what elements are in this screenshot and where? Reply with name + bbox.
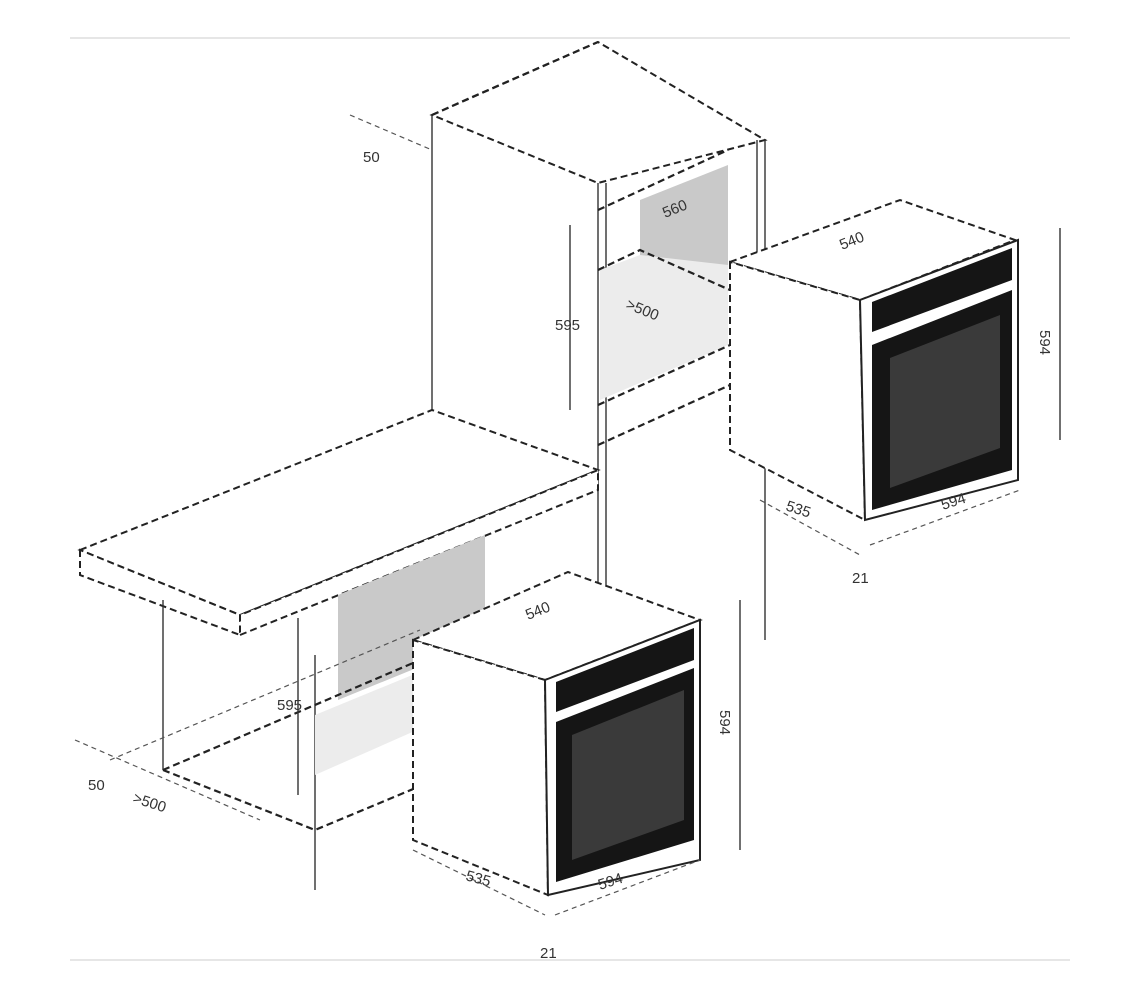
dim-counter-niche-depth: >500 bbox=[131, 790, 168, 817]
dim-lower-oven-height: 594 bbox=[716, 710, 733, 735]
dim-counter-rear-clearance: 50 bbox=[88, 777, 105, 794]
dim-niche-height: 595 bbox=[555, 317, 580, 334]
dim-upper-oven-front: 21 bbox=[852, 570, 869, 587]
dim-upper-oven-width: 594 bbox=[939, 490, 968, 514]
dim-counter-niche-height: 595 bbox=[277, 697, 302, 714]
upper-oven bbox=[726, 198, 1061, 556]
dim-top-clearance: 50 bbox=[363, 149, 380, 166]
dim-upper-oven-height: 594 bbox=[1036, 330, 1053, 355]
dim-lower-oven-body-depth: 535 bbox=[464, 867, 493, 890]
tall-cabinet bbox=[349, 40, 768, 640]
lower-niche-back bbox=[338, 535, 485, 700]
dim-lower-oven-front: 21 bbox=[540, 945, 557, 962]
lower-oven bbox=[410, 570, 741, 916]
dim-lower-oven-width: 594 bbox=[596, 870, 625, 894]
dim-upper-oven-body-depth: 535 bbox=[784, 498, 813, 522]
